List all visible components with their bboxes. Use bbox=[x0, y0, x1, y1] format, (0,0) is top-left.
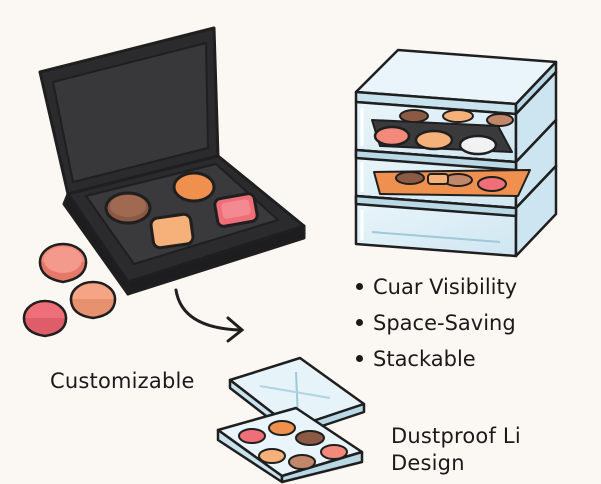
feature-label: Stackable bbox=[373, 347, 476, 371]
bullet-icon bbox=[356, 355, 363, 362]
feature-list: Cuar Visibility Space-Saving Stackable bbox=[356, 276, 517, 384]
curved-arrow-icon bbox=[174, 288, 245, 343]
bullet-icon bbox=[356, 319, 363, 326]
stacked-acrylic-organizer-icon bbox=[354, 48, 558, 258]
peach-pan bbox=[149, 212, 195, 250]
feature-label: Cuar Visibility bbox=[373, 275, 518, 299]
feature-clear-visibility: Cuar Visibility bbox=[356, 276, 517, 312]
feature-stackable: Stackable bbox=[356, 348, 517, 384]
dustproof-label: Dustproof Li Design bbox=[391, 423, 521, 477]
feature-space-saving: Space-Saving bbox=[356, 312, 517, 348]
customizable-label: Customizable bbox=[50, 369, 195, 393]
bullet-icon bbox=[356, 283, 363, 290]
dustproof-label-line2: Design bbox=[391, 451, 465, 475]
loose-pan-icon bbox=[22, 242, 117, 338]
orange-pan bbox=[172, 171, 216, 203]
feature-label: Space-Saving bbox=[373, 311, 516, 335]
dustproof-lid-case-icon bbox=[216, 356, 366, 484]
magnetic-palette-icon bbox=[38, 26, 306, 296]
dustproof-label-line1: Dustproof Li bbox=[391, 424, 521, 448]
